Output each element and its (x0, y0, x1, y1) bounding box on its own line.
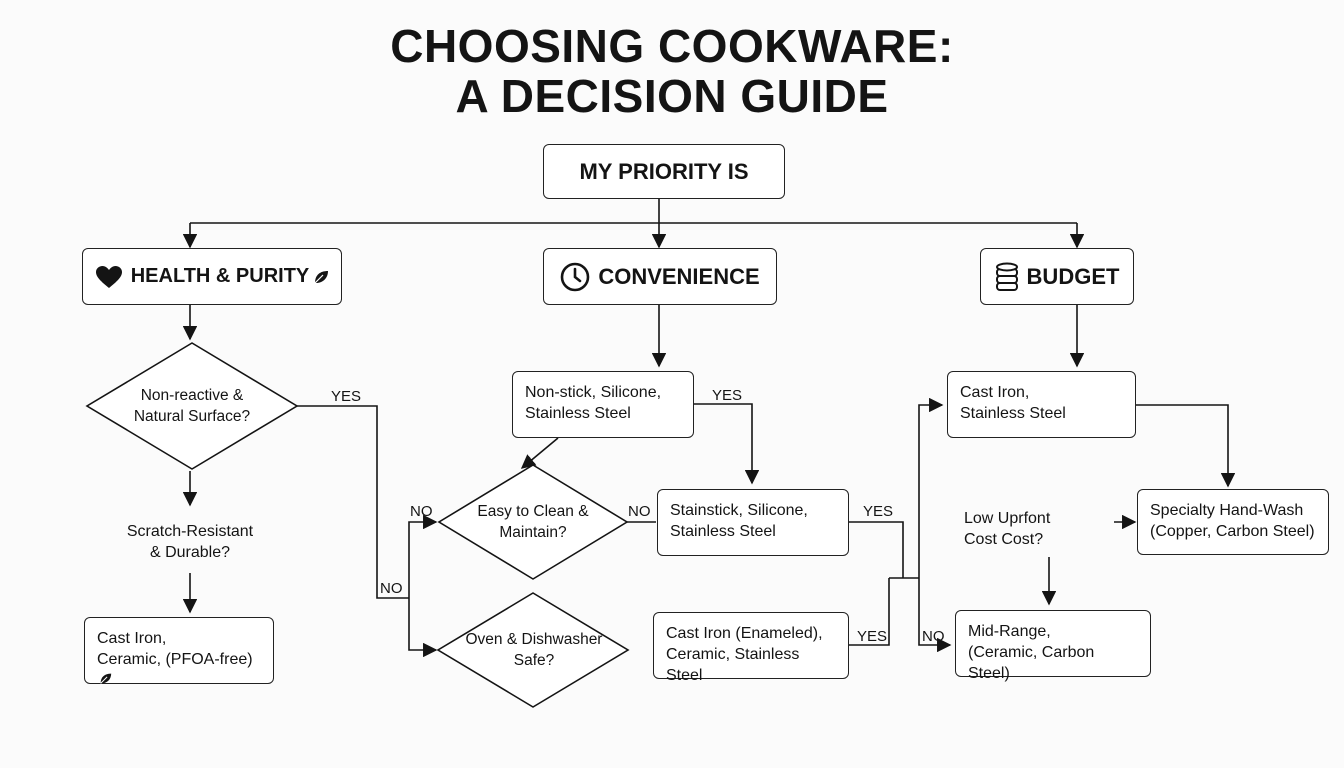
health-followup-line1: Scratch-Resistant (126, 523, 254, 540)
budget-top-result-line1: Cast Iron, (960, 384, 1030, 401)
health-decision-line1: Non-reactive & (140, 387, 244, 404)
category-convenience-label: CONVENIENCE (598, 264, 760, 289)
leaf-icon (313, 269, 329, 285)
page-title-line2: A DECISION GUIDE (455, 70, 889, 122)
convenience-mid-result-line1: Stainstick, Silicone, (670, 502, 808, 519)
convenience-top-result-box: Non-stick, Silicone, Stainless Steel (512, 371, 694, 438)
health-followup-text: Scratch-Resistant & Durable? (100, 521, 280, 563)
route-down-to-midrange (918, 578, 952, 653)
health-result-box: Cast Iron, Ceramic, (PFOA-free) (84, 617, 274, 684)
budget-specialty-line2: (Copper, Carbon Steel) (1150, 523, 1315, 540)
budget-question-line2: Cost Cost? (964, 531, 1044, 548)
health-decision-diamond (85, 342, 299, 470)
convenience-yes-label-mid: YES (863, 503, 894, 520)
page-title-line1: CHOOSING COOKWARE: (390, 20, 954, 72)
conv-result-to-decision1 (520, 437, 559, 469)
decision1-diamond (437, 464, 629, 580)
health-yes-route (297, 405, 409, 599)
coin-stack-icon (995, 262, 1019, 292)
budget-result-to-specialty (1136, 404, 1236, 488)
heart-icon (95, 265, 123, 289)
decision1-text: Easy to Clean & Maintain? (465, 497, 601, 547)
decision1-no-label-right: NO (628, 503, 651, 520)
budget-midrange-box: Mid-Range, (Ceramic, Carbon Steel) (955, 610, 1151, 682)
category-convenience: CONVENIENCE (543, 248, 777, 305)
budget-midrange-line2: (Ceramic, Carbon Steel) (968, 644, 1095, 682)
budget-midrange-line1: Mid-Range, (968, 623, 1051, 640)
route-to-decision1 (408, 514, 438, 598)
budget-question-text: Low Uprfont Cost Cost? (964, 508, 1074, 550)
mid-result-yes-route (849, 521, 904, 578)
health-yes-label: YES (331, 388, 362, 405)
decision2-line2: Safe? (513, 652, 555, 669)
convenience-top-result-line2: Stainless Steel (525, 405, 631, 422)
route-to-decision2 (408, 598, 438, 658)
decision1-line1: Easy to Clean & (477, 503, 589, 520)
leaf-icon (99, 670, 112, 691)
decision2-diamond (436, 592, 630, 708)
budget-no-label: NO (922, 628, 945, 645)
budget-specialty-line1: Specialty Hand-Wash (1150, 502, 1304, 519)
root-label: MY PRIORITY IS (579, 159, 749, 184)
decision1-no-label-left: NO (410, 503, 433, 520)
category-health: HEALTH & PURITY (82, 248, 342, 305)
convenience-top-result-line1: Non-stick, Silicone, (525, 384, 662, 401)
category-budget-label: BUDGET (1026, 264, 1120, 289)
health-followup-line2: & Durable? (149, 544, 231, 561)
budget-specialty-box: Specialty Hand-Wash (Copper, Carbon Stee… (1137, 489, 1329, 555)
budget-top-result-box: Cast Iron, Stainless Steel (947, 371, 1136, 438)
health-decision-line2: Natural Surface? (133, 408, 251, 425)
convenience-bottom-result-line1: Cast Iron (Enameled), (666, 625, 823, 642)
decision2-text: Oven & Dishwasher Safe? (458, 625, 610, 675)
category-health-label: HEALTH & PURITY (130, 265, 310, 287)
health-result-line2: Ceramic, (PFOA-free) (97, 651, 253, 668)
convenience-mid-result-box: Stainstick, Silicone, Stainless Steel (657, 489, 849, 556)
decision1-line2: Maintain? (499, 524, 567, 541)
convenience-bottom-result-box: Cast Iron (Enameled), Ceramic, Stainless… (653, 612, 849, 684)
conv-result-yes-route (694, 403, 760, 485)
bottom-result-yes-route (849, 578, 890, 646)
decision2-line1: Oven & Dishwasher (465, 631, 603, 648)
health-result-line1: Cast Iron, (97, 630, 167, 647)
budget-top-result-line2: Stainless Steel (960, 405, 1066, 422)
budget-question-line1: Low Uprfont (964, 510, 1051, 527)
route-up-to-budget-top (918, 397, 944, 578)
convenience-mid-result-line2: Stainless Steel (670, 523, 776, 540)
category-budget: BUDGET (980, 248, 1134, 305)
convenience-yes-label-top: YES (712, 387, 743, 404)
convenience-bottom-result-line2: Ceramic, Stainless Steel (666, 646, 800, 684)
convenience-yes-label-bottom: YES (857, 628, 888, 645)
health-no-label: NO (380, 580, 403, 597)
clock-icon (560, 262, 590, 292)
health-decision-text: Non-reactive & Natural Surface? (110, 380, 274, 432)
root-box: MY PRIORITY IS (543, 144, 785, 199)
